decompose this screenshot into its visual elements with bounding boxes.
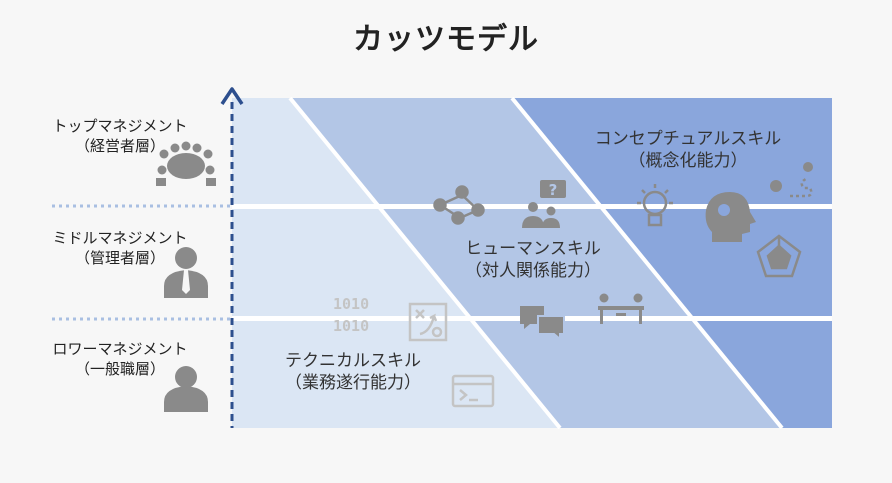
binary-row: 1010 (333, 317, 369, 335)
question-people-icon: ? (522, 180, 566, 228)
technical-skill-band (232, 98, 560, 428)
skill-human: ヒューマンスキル （対人関係能力） (438, 238, 628, 282)
boardroom-icon (156, 141, 216, 186)
chat-bubbles-icon (520, 306, 565, 342)
level-top-management: トップマネジメント （経営者層） (30, 116, 210, 156)
page-title: カッツモデル (353, 22, 539, 57)
strategy-board-icon (408, 302, 448, 342)
level-name: トップマネジメント (52, 117, 188, 135)
skill-sub: （業務遂行能力） (285, 373, 421, 393)
axis-arrowhead (220, 87, 244, 105)
skill-name: テクニカルスキル (285, 351, 421, 371)
route-pin-icon (770, 162, 813, 198)
manager-icon (164, 247, 208, 298)
skill-conceptual: コンセプチュアルスキル （概念化能力） (578, 128, 798, 172)
level-middle-management: ミドルマネジメント （管理者層） (30, 228, 210, 268)
meeting-icon (598, 293, 644, 324)
level-sub: （経営者層） (74, 137, 165, 155)
skill-sub: （対人関係能力） (465, 261, 601, 281)
level-sub: （管理者層） (74, 249, 165, 267)
skill-technical: テクニカルスキル （業務遂行能力） (258, 350, 448, 394)
terminal-icon (451, 374, 495, 408)
lightbulb-icon (637, 184, 673, 227)
level-sub: （一般職層） (74, 360, 165, 378)
level-name: ロワーマネジメント (52, 340, 188, 358)
radar-chart-icon (756, 234, 802, 278)
binary-code-icon: 1010 1010 (333, 295, 369, 335)
skill-sub: （概念化能力） (628, 151, 748, 171)
human-skill-band (290, 98, 782, 428)
band-divider (288, 96, 562, 430)
employee-icon (164, 366, 208, 412)
skill-name: コンセプチュアルスキル (594, 129, 782, 149)
level-name: ミドルマネジメント (52, 229, 188, 247)
conceptual-skill-band (512, 98, 832, 428)
level-lower-management: ロワーマネジメント （一般職層） (30, 339, 210, 379)
brain-head-icon (705, 192, 756, 242)
network-icon (433, 185, 485, 225)
band-divider (510, 96, 784, 430)
skill-name: ヒューマンスキル (465, 239, 601, 259)
question-mark: ? (549, 181, 558, 199)
binary-row: 1010 (333, 295, 369, 313)
